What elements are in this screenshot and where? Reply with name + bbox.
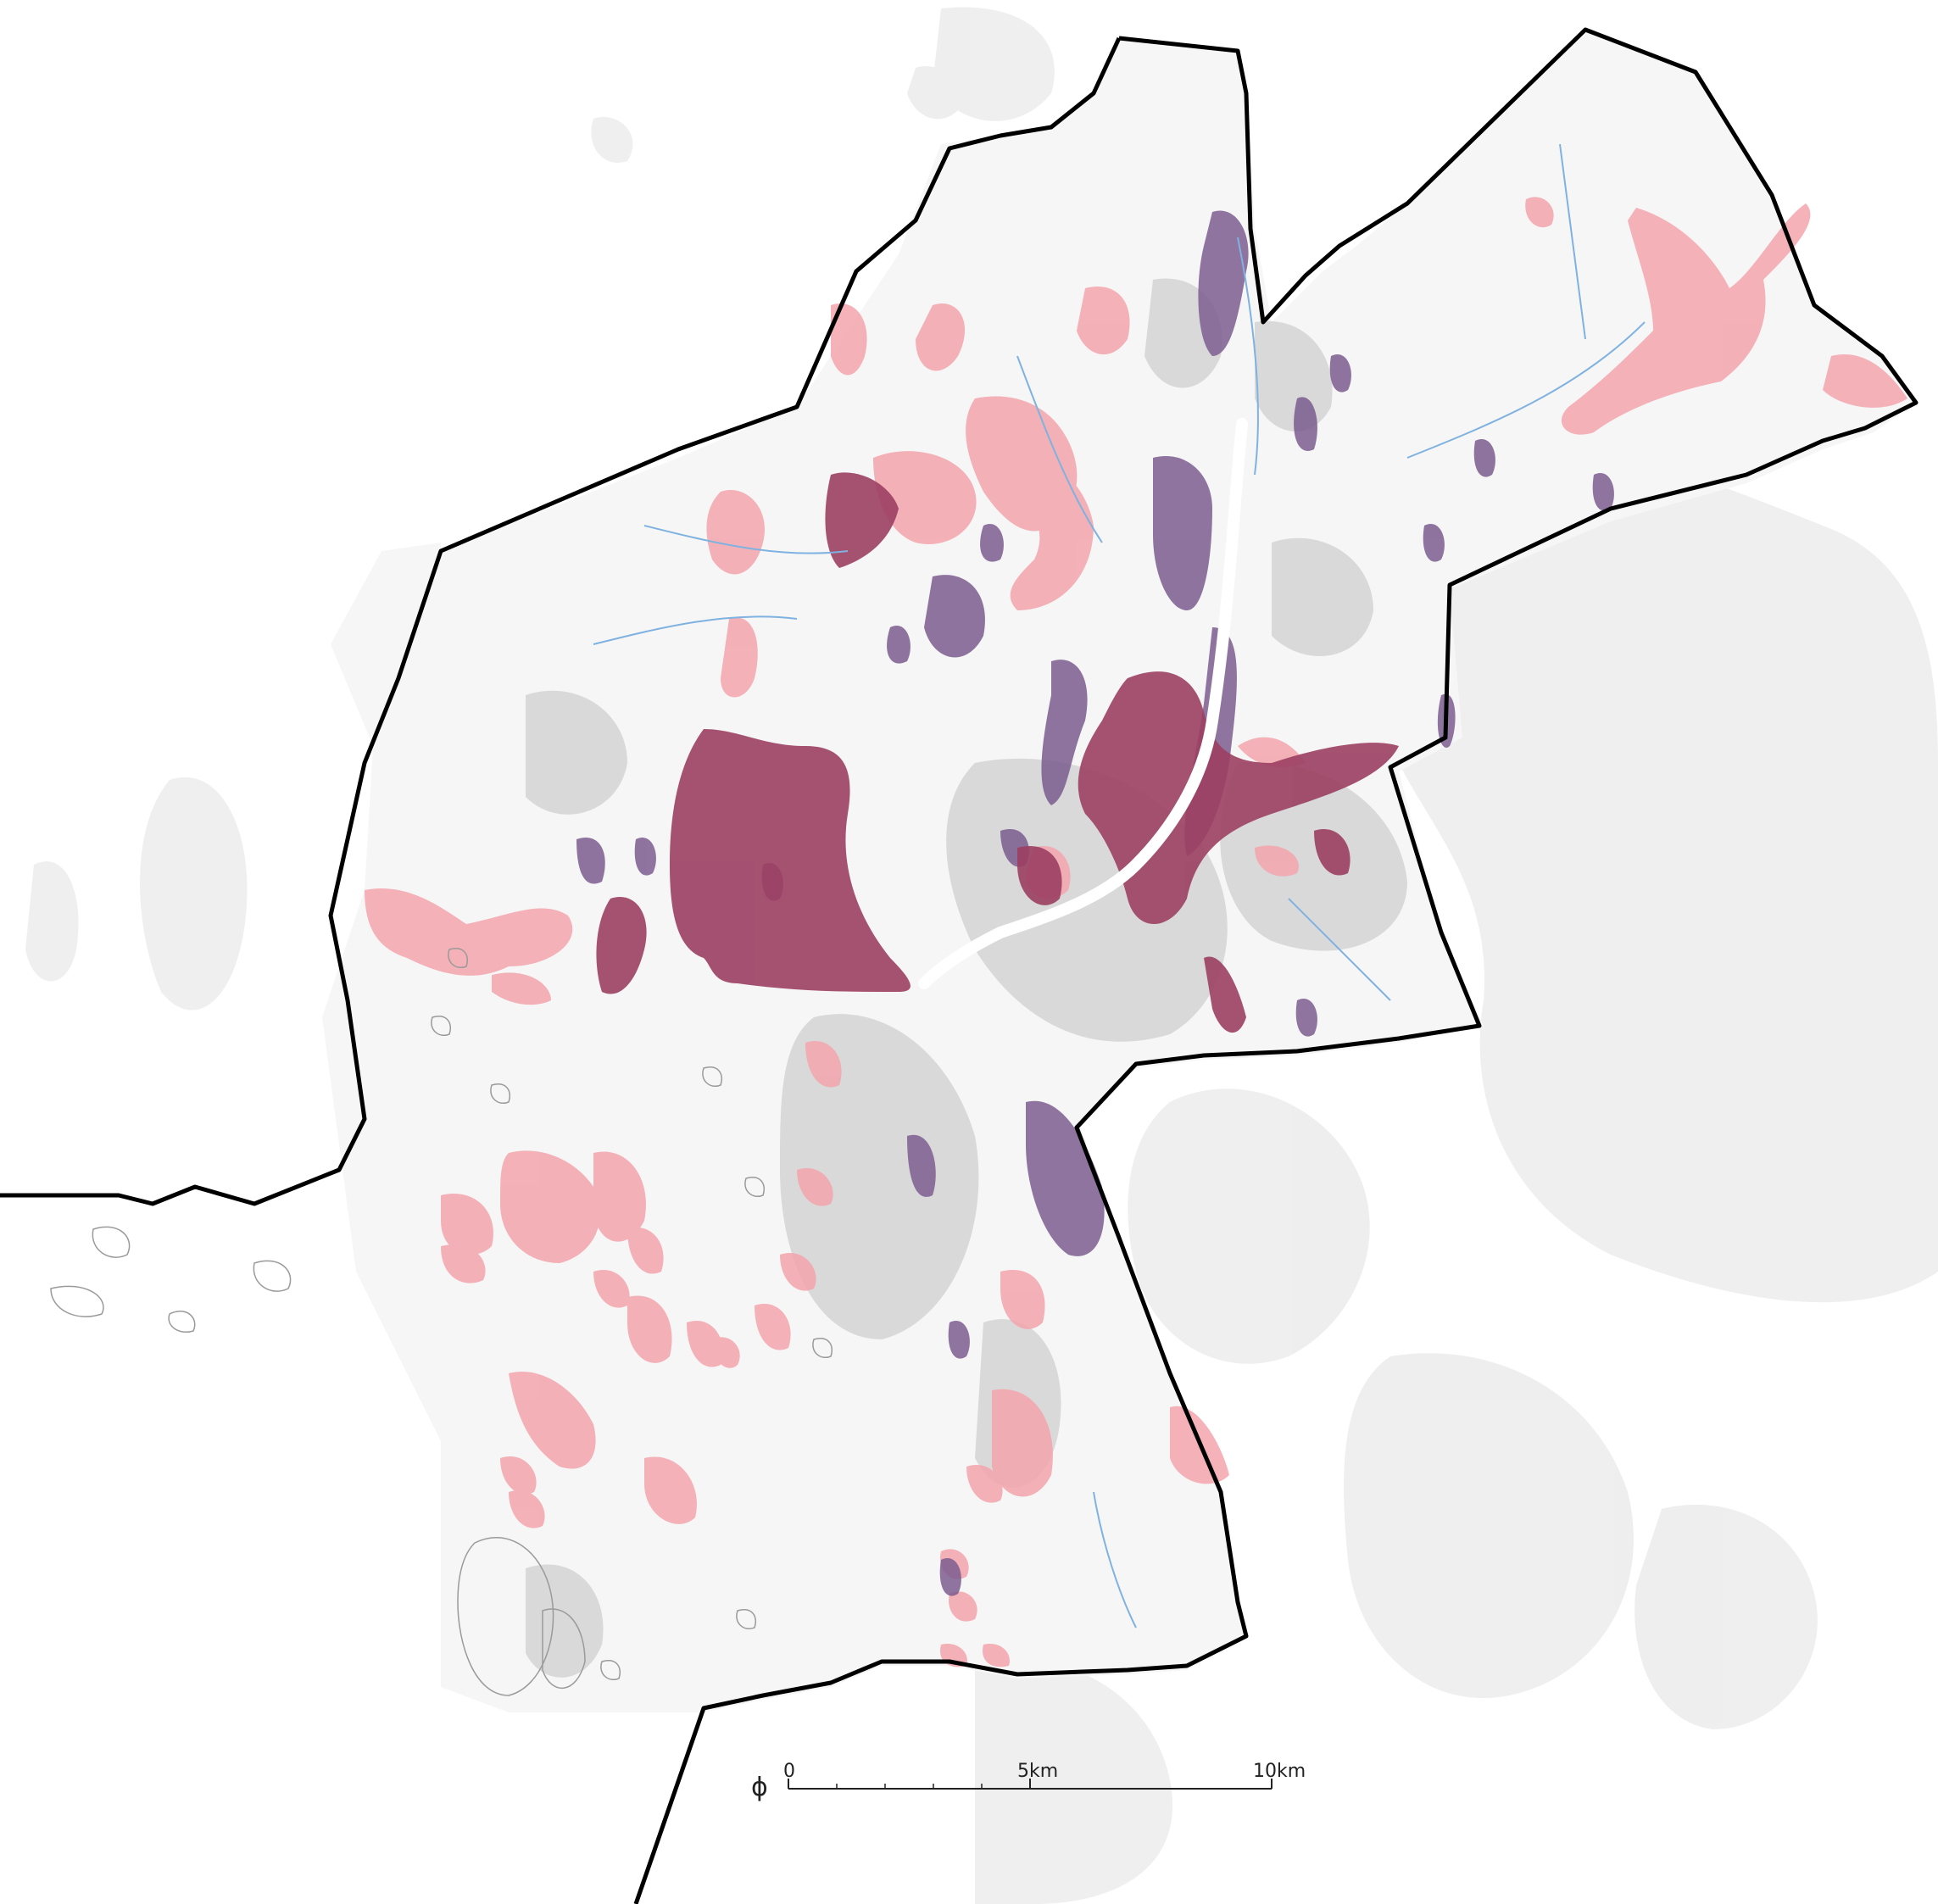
gota-river xyxy=(918,418,1248,989)
archipelago-islands xyxy=(50,948,833,1696)
scale-label-0: 0 xyxy=(783,1761,795,1782)
scale-label-10km: 10km xyxy=(1253,1761,1306,1782)
scale-bar: ϕ 0 5km 10km xyxy=(751,1761,1306,1802)
scale-label-5km: 5km xyxy=(1017,1761,1058,1782)
waterways xyxy=(593,143,1646,1628)
purple-zones xyxy=(576,210,1614,1596)
surrounding-land xyxy=(25,7,1938,1904)
municipality-boundary-west xyxy=(0,36,1122,1206)
north-arrow-icon: ϕ xyxy=(751,1773,768,1802)
municipality-boundary xyxy=(633,27,1919,1904)
pink-zones xyxy=(365,197,1907,1667)
overlap-zones xyxy=(596,472,1399,1033)
